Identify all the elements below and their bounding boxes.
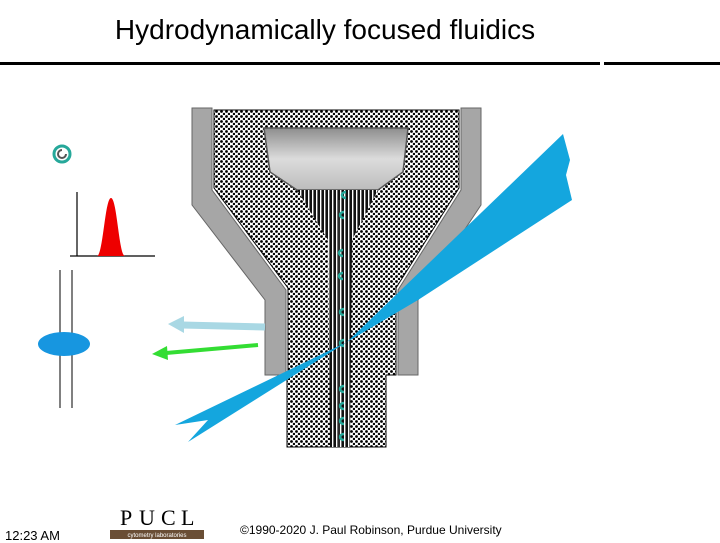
cell-icon xyxy=(338,210,345,220)
sample-insert xyxy=(263,127,409,191)
cell-icon xyxy=(52,144,72,164)
logo-subtitle: cytometry laboratories xyxy=(127,533,186,539)
fluorescence-arrow xyxy=(152,343,259,360)
laser-beam xyxy=(347,134,572,342)
logo-letter: U xyxy=(139,505,155,530)
cell-icon xyxy=(338,416,345,426)
scatter-arrow xyxy=(168,316,266,333)
cell-icon xyxy=(338,338,345,348)
lens-icon xyxy=(38,270,90,408)
core-stream xyxy=(297,190,378,447)
flow-nozzle xyxy=(191,107,482,448)
pucl-logo: P U C L cytometry laboratories xyxy=(110,500,204,540)
histogram-peak xyxy=(70,192,155,257)
nozzle-wall-right xyxy=(397,107,482,376)
cell-train xyxy=(337,190,347,442)
logo-letter: L xyxy=(181,505,194,530)
cell-icon xyxy=(338,307,345,317)
title-rule xyxy=(0,62,720,65)
cell-icon xyxy=(338,432,345,442)
emitted-light-beam xyxy=(175,342,347,442)
copyright-notice: ©1990-2020 J. Paul Robinson, Purdue Univ… xyxy=(240,523,502,537)
cell-icon xyxy=(338,401,345,411)
cell-icon xyxy=(337,271,344,281)
cell-icon xyxy=(338,384,345,394)
logo-letter: C xyxy=(161,505,176,530)
slide-title: Hydrodynamically focused fluidics xyxy=(114,14,536,45)
logo-letter: P xyxy=(120,505,132,530)
slide-time: 12:23 AM xyxy=(5,528,60,543)
cell-icon xyxy=(340,190,347,200)
cell-icon xyxy=(337,248,344,258)
